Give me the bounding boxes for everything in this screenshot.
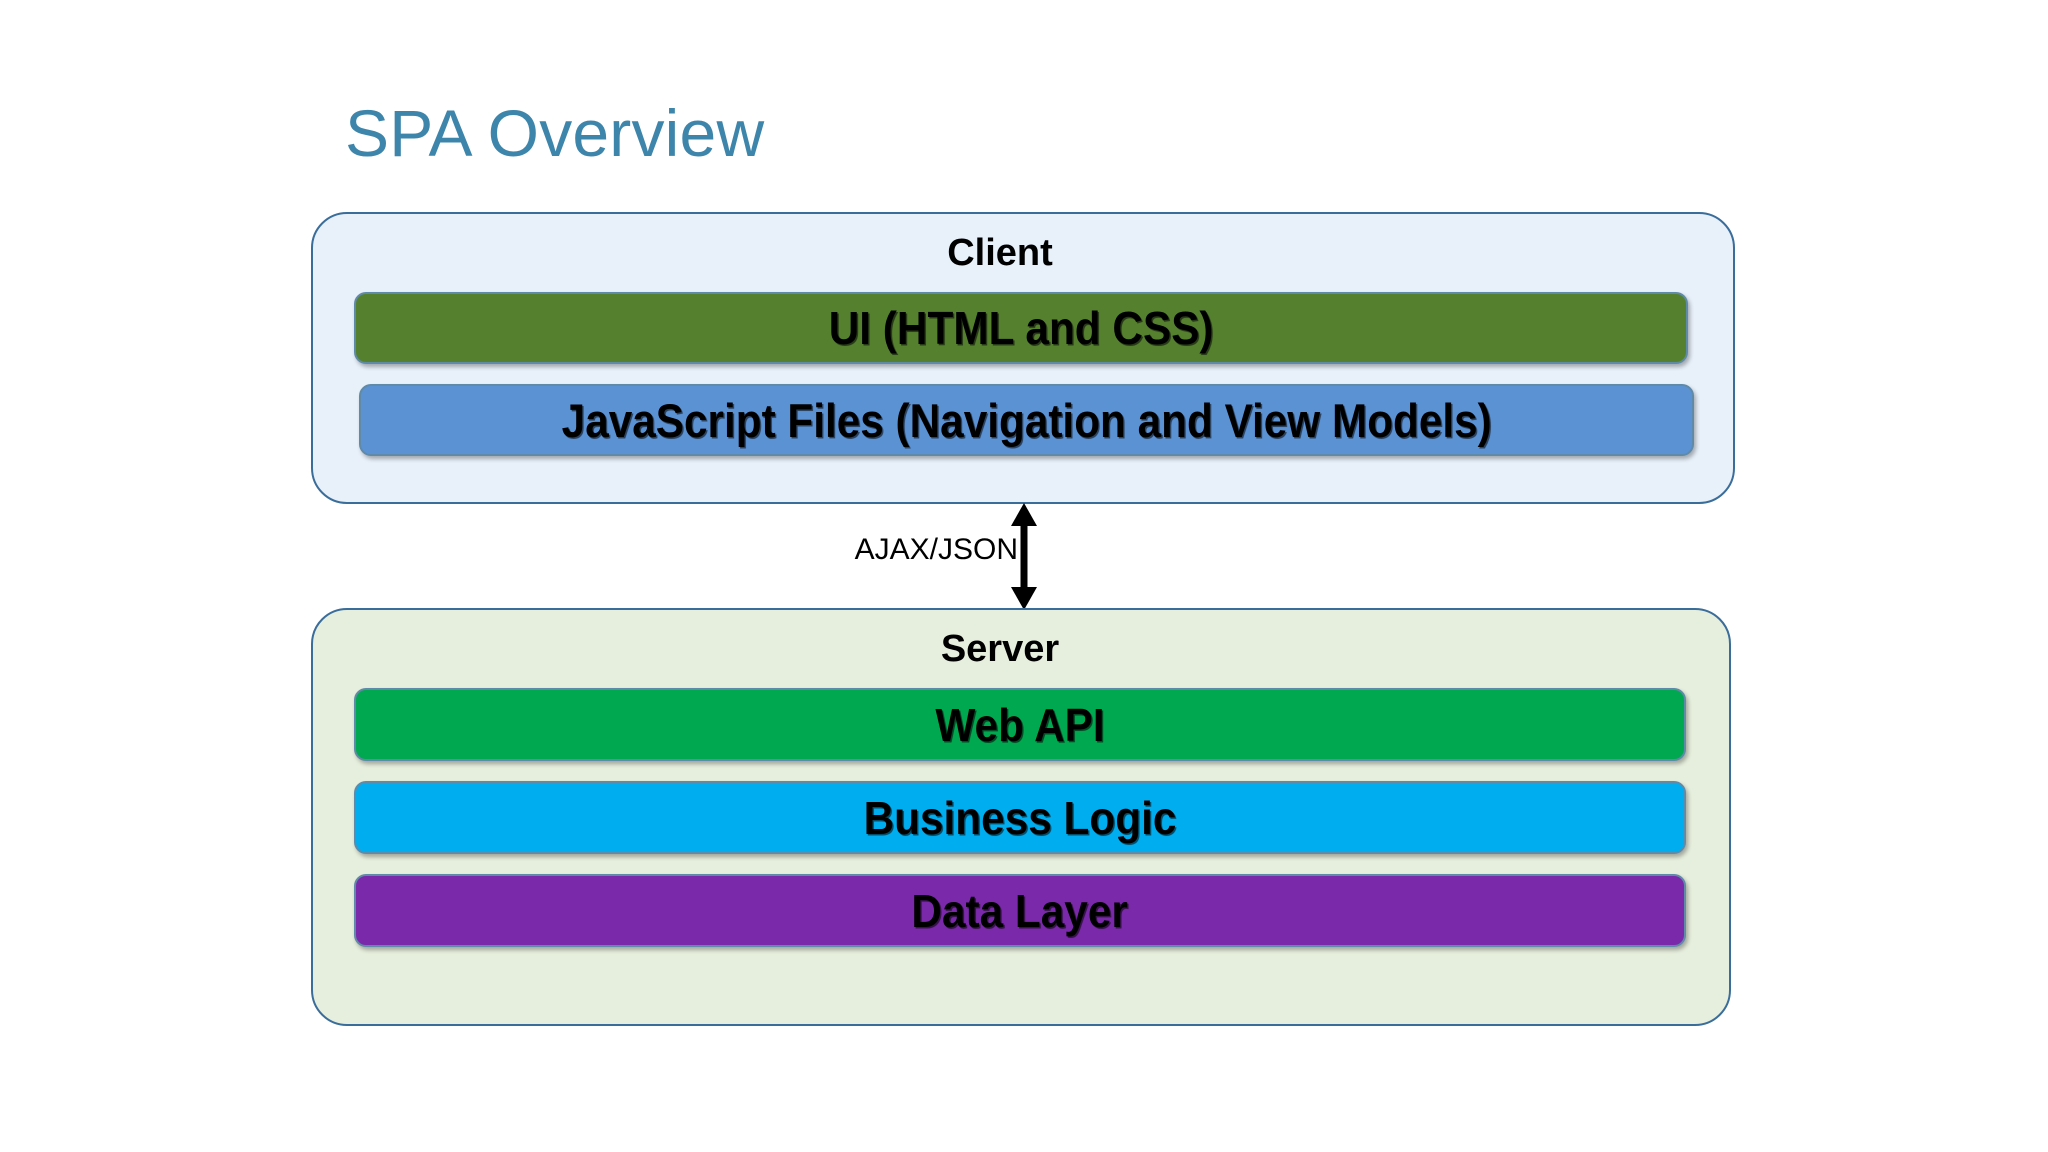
connector-label: AJAX/JSON xyxy=(854,533,1018,566)
double-headed-arrow-icon xyxy=(1008,503,1040,610)
client-zone-title: Client xyxy=(947,232,1053,274)
layer-bar-javascript-files[interactable]: JavaScript Files (Navigation and View Mo… xyxy=(359,384,1694,456)
client-zone: Client UI (HTML and CSS) JavaScript File… xyxy=(311,212,1735,504)
layer-bar-ui-label: UI (HTML and CSS) xyxy=(828,302,1214,354)
layer-bar-business-logic[interactable]: Business Logic xyxy=(354,781,1686,854)
layer-bar-data-layer[interactable]: Data Layer xyxy=(354,874,1686,947)
layer-bar-ui[interactable]: UI (HTML and CSS) xyxy=(354,292,1688,364)
layer-bar-web-api-label: Web API xyxy=(935,698,1105,751)
layer-bar-data-layer-label: Data Layer xyxy=(911,884,1129,937)
page-title: SPA Overview xyxy=(345,96,765,170)
layer-bar-javascript-files-label: JavaScript Files (Navigation and View Mo… xyxy=(561,393,1492,447)
layer-bar-web-api[interactable]: Web API xyxy=(354,688,1686,761)
server-zone: Server Web API Business Logic Data Layer xyxy=(311,608,1731,1026)
server-zone-title: Server xyxy=(940,628,1060,670)
layer-bar-business-logic-label: Business Logic xyxy=(863,791,1177,844)
